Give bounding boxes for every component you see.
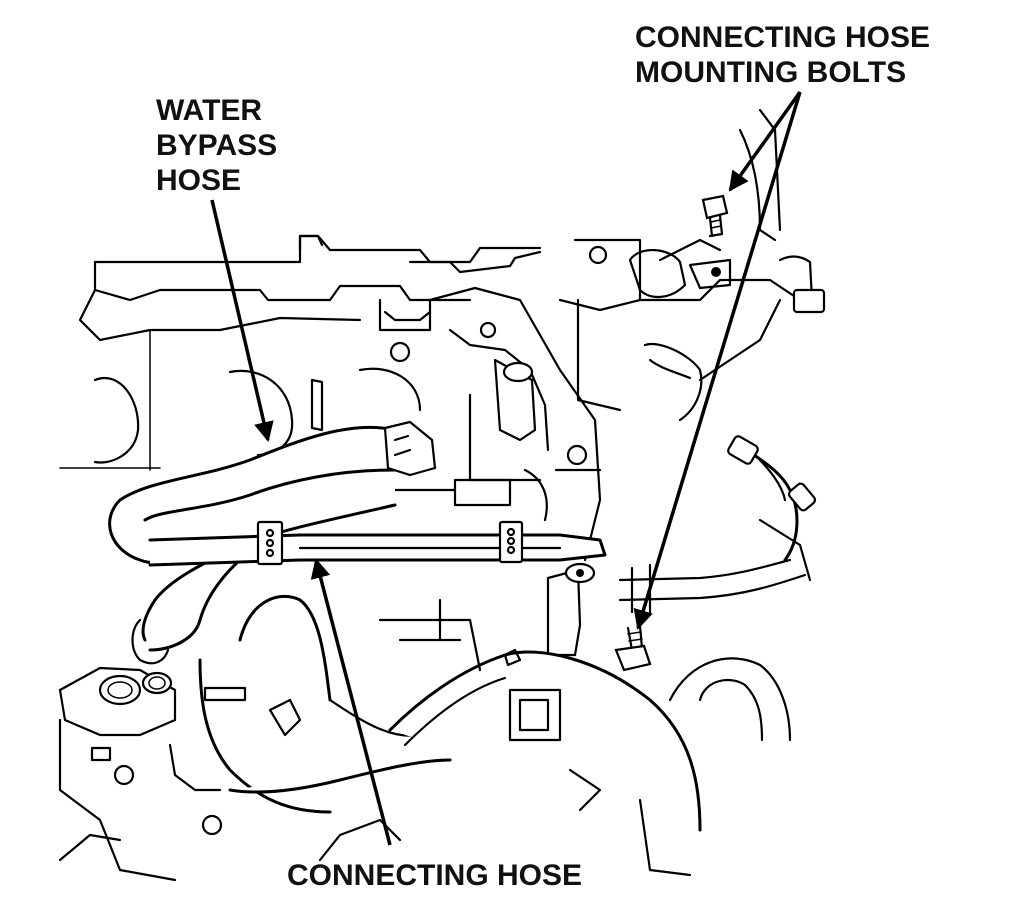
connecting-hose-label: CONNECTING HOSE [287,858,582,893]
connecting-hose [148,520,607,657]
mounting-bolts-label: CONNECTING HOSE MOUNTING BOLTS [635,20,930,90]
water-bypass-hose-label: WATER BYPASS HOSE [156,93,277,198]
water-bypass-hose-label-line-1: WATER [156,94,263,127]
lower-harness [58,594,702,877]
lower-mounting-bolt [614,624,652,672]
mounting-bolts-label-line-2: MOUNTING BOLTS [635,56,907,89]
right-lower-hoses [618,435,817,742]
intake-manifold [59,234,542,471]
connecting-hose-label-line-1: CONNECTING HOSE [287,859,583,892]
thermostat-housing [558,108,826,422]
mounting-bolts-label-line-1: CONNECTING HOSE [635,21,931,54]
upper-mounting-bolt [701,194,729,238]
leader-lines [210,90,802,846]
water-bypass-hose-label-line-2: BYPASS [156,129,278,162]
water-outlet [58,666,223,882]
water-bypass-hose-label-line-3: HOSE [156,164,242,197]
center-bracket [393,286,602,562]
